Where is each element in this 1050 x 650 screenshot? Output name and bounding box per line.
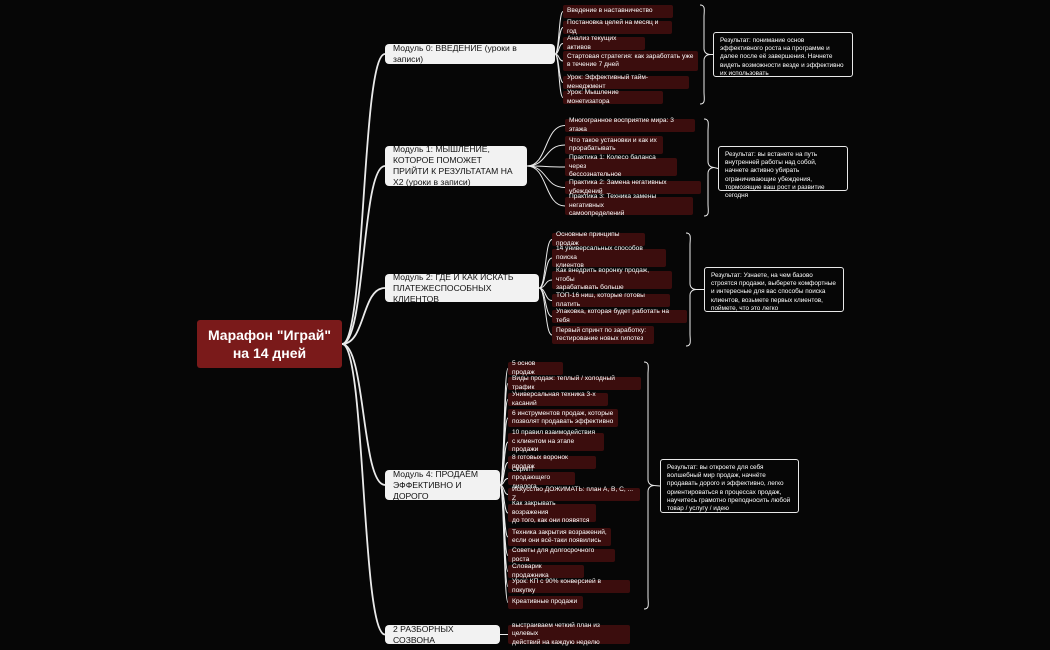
module-3-item[interactable]: Как закрывать возражения до того, как он…	[508, 500, 596, 524]
root-title: Марафон "Играй"	[207, 327, 332, 343]
module-3-item[interactable]: Советы для долгосрочного роста	[508, 547, 615, 563]
root-subtitle: на 14 дней	[232, 345, 307, 361]
module-2-item[interactable]: ТОП-16 ниш, которые готовы платить	[552, 292, 670, 308]
module-3-item[interactable]: Урок: КП с 90% конверсией в покупку	[508, 578, 630, 594]
module-3-item[interactable]: Креативные продажи	[508, 596, 583, 609]
root-node[interactable]: Марафон "Играй" на 14 дней	[197, 320, 342, 368]
module-0-item[interactable]: Анализ текущих активов	[563, 35, 645, 51]
module-3-item[interactable]: Универсальная техника 3-х касаний	[508, 391, 608, 407]
module-2[interactable]: Модуль 2: ГДЕ И КАК ИСКАТЬ ПЛАТЕЖЕСПОСОБ…	[385, 272, 539, 304]
module-1-item[interactable]: Многогранное восприятие мира: 3 этажа	[565, 117, 695, 133]
module-3[interactable]: Модуль 4: ПРОДАЁМ ЭФФЕКТИВНО И ДОРОГО	[385, 469, 500, 501]
module-3-item[interactable]: Словарик продажника	[508, 563, 584, 579]
module-1[interactable]: Модуль 1: МЫШЛЕНИЕ, КОТОРОЕ ПОМОЖЕТ ПРИЙ…	[385, 144, 527, 187]
module-3-item[interactable]: Виды продаж: теплый / холодный трафик	[508, 375, 641, 391]
module-0-item[interactable]: Урок: Эффективный тайм-менеджмент	[563, 74, 689, 90]
module-3-result[interactable]: Результат: вы откроете для себя волшебны…	[660, 459, 799, 513]
module-0[interactable]: Модуль 0: ВВЕДЕНИЕ (уроки в записи)	[385, 43, 555, 64]
module-1-result[interactable]: Результат: вы встанете на путь внутренне…	[718, 146, 848, 199]
module-0-item[interactable]: Постановка целей на месяц и год	[563, 19, 672, 35]
module-3-item[interactable]: Техника закрытия возражений, если они вс…	[508, 528, 611, 546]
module-2-item[interactable]: Упаковка, которая будет работать на тебя	[552, 308, 687, 324]
module-2-result[interactable]: Результат: Узнаете, на чем базово строят…	[704, 267, 844, 312]
module-2-item[interactable]: Основные принципы продаж	[552, 231, 645, 247]
module-3-item[interactable]: 6 инструментов продаж, которые позволят …	[508, 409, 618, 427]
module-3-item[interactable]: 10 правил взаимодействия с клиентом на э…	[508, 429, 604, 453]
module-3-item[interactable]: 8 готовых воронок продаж	[508, 454, 596, 470]
module-0-result[interactable]: Результат: понимание основ эффективного …	[713, 32, 853, 77]
module-0-item[interactable]: Введение в наставничество	[563, 5, 673, 18]
module-2-item[interactable]: 14 универсальных способов поиска клиенто…	[552, 245, 666, 269]
module-3-item[interactable]: 5 основ продаж	[508, 360, 563, 376]
module-0-item[interactable]: Урок: Мышление монетизатора	[563, 89, 663, 105]
module-2-item[interactable]: Первый спринт по заработку: тестирование…	[552, 326, 654, 344]
module-1-item[interactable]: Практика 3: Техника замены негативных са…	[565, 193, 693, 217]
module-3-item[interactable]: Скрипт продающего диалога	[508, 466, 575, 490]
module-2-item[interactable]: Как внедрить воронку продаж, чтобы зараб…	[552, 267, 672, 291]
module-1-item[interactable]: Практика 2: Замена негативных убеждений	[565, 179, 701, 195]
module-0-item[interactable]: Стартовая стратегия: как заработать уже …	[563, 51, 698, 71]
module-4-item[interactable]: выстраиваем четкий план из целевых дейст…	[508, 622, 630, 646]
module-1-item[interactable]: Что такое установки и как их прорабатыва…	[565, 136, 663, 154]
module-1-item[interactable]: Практика 1: Колесо баланса через бессозн…	[565, 154, 677, 178]
module-3-item[interactable]: Искусство ДОЖИМАТЬ: план А, В, С, ... Z	[508, 486, 640, 502]
module-4[interactable]: 2 РАЗБОРНЫХ СОЗВОНА	[385, 624, 500, 645]
